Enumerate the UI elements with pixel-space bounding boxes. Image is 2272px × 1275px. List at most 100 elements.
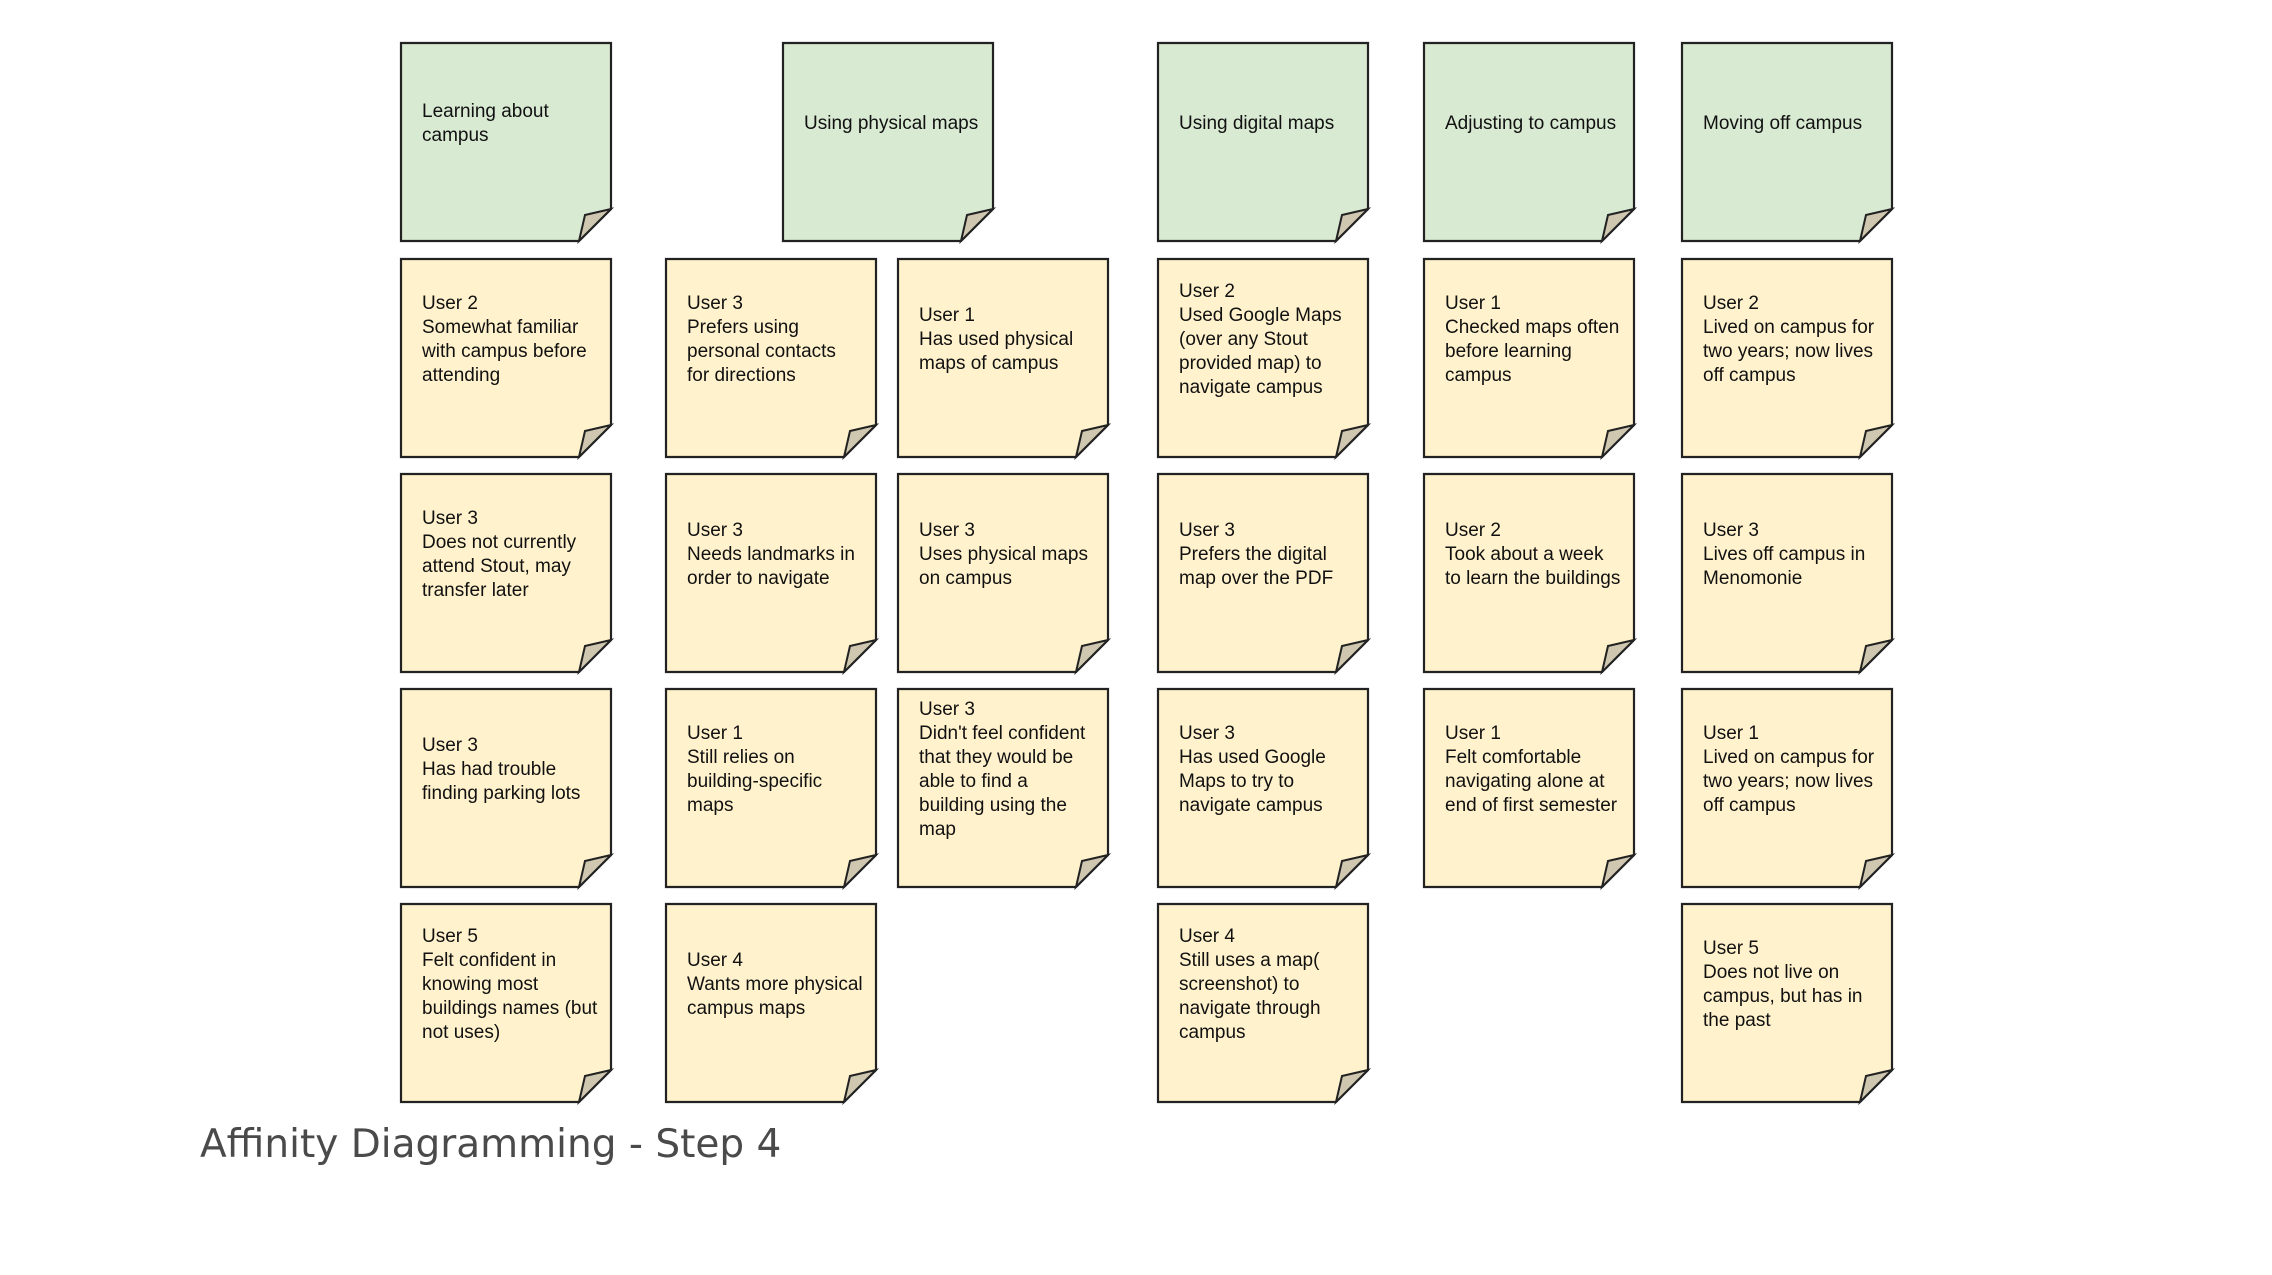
folded-corner-icon xyxy=(1074,638,1112,676)
category-header-note[interactable]: Learning about campus xyxy=(399,41,615,245)
header-label: Moving off campus xyxy=(1703,113,1863,134)
folded-corner-icon xyxy=(1600,638,1638,676)
category-header-note[interactable]: Using digital maps xyxy=(1156,41,1372,245)
sticky-note-shape xyxy=(1156,902,1372,1106)
note-body: Still uses a map( screenshot) to navigat… xyxy=(1179,950,1321,1043)
note-text: User 2 Lived on campus for two years; now… xyxy=(1703,258,1879,422)
note-user: User 3 xyxy=(687,293,743,314)
sticky-note-shape xyxy=(781,41,997,245)
note-user: User 5 xyxy=(1703,938,1759,959)
sticky-note-shape xyxy=(664,472,880,676)
sticky-note[interactable]: User 4 Still uses a map( screenshot) to n… xyxy=(1156,902,1372,1106)
note-text: User 5 Does not live on campus, but has i… xyxy=(1703,903,1879,1067)
sticky-note[interactable]: User 3 Does not currently attend Stout, m… xyxy=(399,472,615,676)
note-body: Needs landmarks in order to navigate xyxy=(687,544,855,589)
note-user: User 4 xyxy=(1179,926,1235,947)
sticky-note-shape xyxy=(1156,472,1372,676)
sticky-note[interactable]: User 2 Lived on campus for two years; now… xyxy=(1680,257,1896,461)
category-header-note[interactable]: Using physical maps xyxy=(781,41,997,245)
sticky-note[interactable]: User 5 Felt confident in knowing most bui… xyxy=(399,902,615,1106)
note-text: User 3 Didn't feel confident that they wo… xyxy=(919,688,1095,852)
note-body: Lived on campus for two years; now lives… xyxy=(1703,317,1875,386)
sticky-note-shape xyxy=(399,472,615,676)
note-body: Does not live on campus, but has in the … xyxy=(1703,962,1863,1031)
note-text: User 5 Felt confident in knowing most bui… xyxy=(422,903,598,1067)
note-text: Using digital maps xyxy=(1179,42,1355,206)
sticky-note-shape xyxy=(1156,687,1372,891)
sticky-note-shape xyxy=(1422,472,1638,676)
sticky-note[interactable]: User 5 Does not live on campus, but has i… xyxy=(1680,902,1896,1106)
folded-corner-icon xyxy=(577,1068,615,1106)
folded-corner-icon xyxy=(959,207,997,245)
note-user: User 1 xyxy=(919,305,975,326)
note-body: Still relies on building-specific maps xyxy=(687,747,823,816)
sticky-note-shape xyxy=(399,687,615,891)
folded-corner-icon xyxy=(842,853,880,891)
sticky-note-shape xyxy=(896,257,1112,461)
note-body: Didn't feel confident that they would be… xyxy=(919,723,1086,840)
note-user: User 5 xyxy=(422,926,478,947)
folded-corner-icon xyxy=(1334,423,1372,461)
folded-corner-icon xyxy=(1600,207,1638,245)
note-user: User 3 xyxy=(422,735,478,756)
note-text: User 4 Still uses a map( screenshot) to n… xyxy=(1179,903,1355,1067)
note-user: User 3 xyxy=(422,508,478,529)
sticky-note-shape xyxy=(896,472,1112,676)
folded-corner-icon xyxy=(1600,853,1638,891)
sticky-note[interactable]: User 3 Prefers the digital map over the P… xyxy=(1156,472,1372,676)
folded-corner-icon xyxy=(1858,423,1896,461)
folded-corner-icon xyxy=(577,423,615,461)
folded-corner-icon xyxy=(577,853,615,891)
note-user: User 1 xyxy=(687,723,743,744)
note-body: Took about a week to learn the buildings xyxy=(1445,544,1621,589)
category-header-note[interactable]: Adjusting to campus xyxy=(1422,41,1638,245)
sticky-note-shape xyxy=(664,902,880,1106)
note-body: Lives off campus in Menomonie xyxy=(1703,544,1866,589)
sticky-note[interactable]: User 1 Still relies on building-specific … xyxy=(664,687,880,891)
note-body: Wants more physical campus maps xyxy=(687,974,863,1019)
note-text: Learning about campus xyxy=(422,42,598,206)
note-user: User 3 xyxy=(1179,520,1235,541)
note-user: User 2 xyxy=(1703,293,1759,314)
note-body: Felt confident in knowing most buildings… xyxy=(422,950,598,1043)
sticky-note-shape xyxy=(1156,257,1372,461)
note-body: Lived on campus for two years; now lives… xyxy=(1703,747,1875,816)
note-body: Checked maps often before learning campu… xyxy=(1445,317,1620,386)
sticky-note-shape xyxy=(1422,41,1638,245)
note-body: Prefers the digital map over the PDF xyxy=(1179,544,1334,589)
note-user: User 3 xyxy=(919,699,975,720)
note-body: Does not currently attend Stout, may tra… xyxy=(422,532,577,601)
sticky-note[interactable]: User 3 Didn't feel confident that they wo… xyxy=(896,687,1112,891)
note-text: User 3 Prefers the digital map over the P… xyxy=(1179,473,1355,637)
note-body: Felt comfortable navigating alone at end… xyxy=(1445,747,1618,816)
note-user: User 2 xyxy=(422,293,478,314)
note-text: Using physical maps xyxy=(804,42,980,206)
note-body: Used Google Maps (over any Stout provide… xyxy=(1179,305,1342,398)
sticky-note-shape xyxy=(664,257,880,461)
folded-corner-icon xyxy=(842,638,880,676)
category-header-note[interactable]: Moving off campus xyxy=(1680,41,1896,245)
note-text: User 3 Does not currently attend Stout, m… xyxy=(422,473,598,637)
folded-corner-icon xyxy=(1074,423,1112,461)
